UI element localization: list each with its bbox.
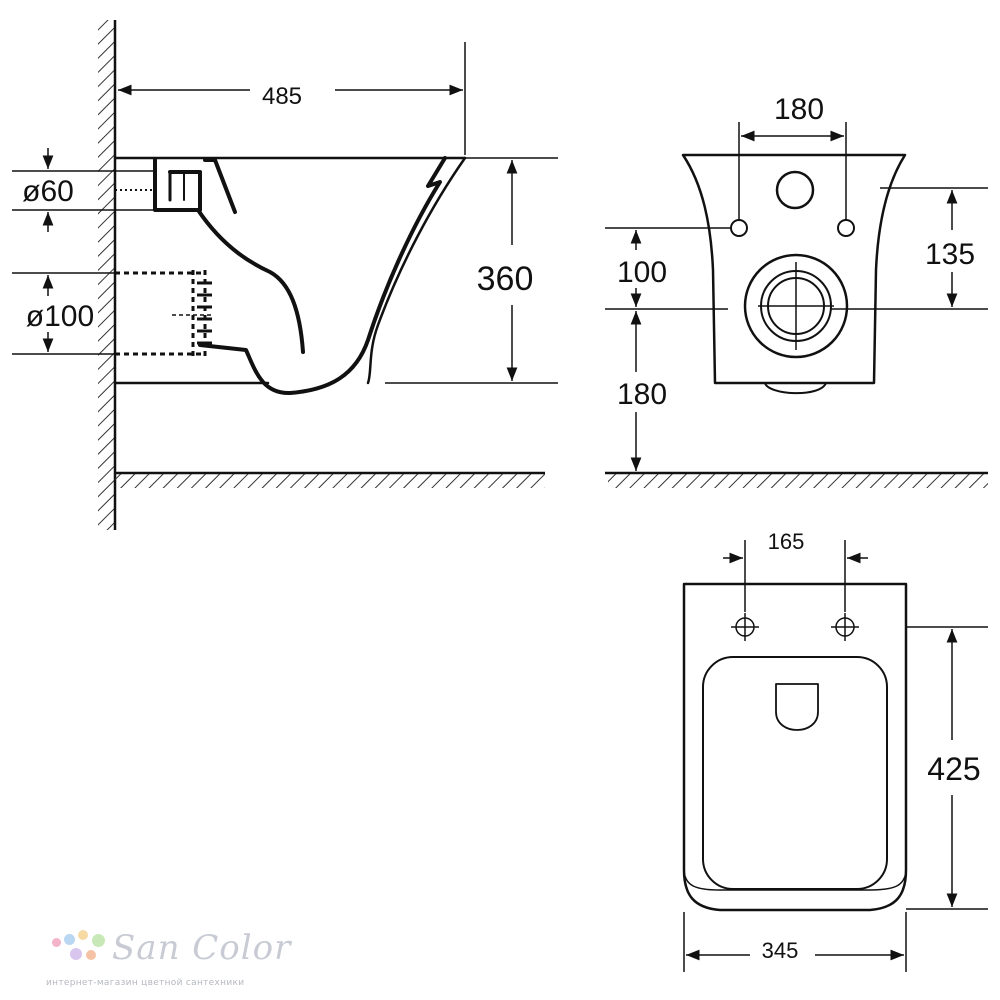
side-view: 485 360 ø60 ø100 bbox=[12, 20, 558, 530]
dimension-fixing-spacing bbox=[723, 540, 868, 612]
wall-hatching bbox=[98, 20, 117, 530]
dimension-inlet-to-outlet bbox=[605, 227, 731, 310]
width-label: 345 bbox=[762, 938, 799, 963]
brand-tagline: интернет-магазин цветной сантехники bbox=[46, 978, 245, 988]
floor-hatching-side bbox=[115, 471, 545, 488]
dimension-length bbox=[906, 626, 988, 910]
dimension-360 bbox=[385, 157, 558, 384]
front-view: 180 135 100 180 bbox=[605, 93, 988, 488]
bolt-spacing-label: 180 bbox=[774, 93, 824, 126]
depth-label: 485 bbox=[262, 83, 302, 110]
floor-hatching-front bbox=[605, 471, 988, 488]
upper-pipe-label: ø60 bbox=[22, 175, 74, 208]
lower-pipe-label: ø100 bbox=[26, 300, 94, 333]
dimension-width bbox=[683, 912, 907, 972]
dimension-upper-pipe bbox=[12, 148, 155, 232]
dimension-bolt-spacing bbox=[738, 122, 847, 220]
fixing-spacing-label: 165 bbox=[768, 529, 805, 554]
bowl-side-profile bbox=[113, 156, 467, 396]
outlet-ring bbox=[743, 253, 849, 359]
outlet-to-floor-label: 180 bbox=[617, 378, 667, 411]
dimension-485 bbox=[118, 42, 466, 155]
top-view: 165 425 345 bbox=[682, 529, 988, 972]
bolt-to-outlet-label: 135 bbox=[925, 238, 975, 271]
outlet-teeth bbox=[197, 281, 212, 345]
inlet-to-outlet-label: 100 bbox=[617, 256, 667, 289]
bowl-front-outline bbox=[681, 153, 907, 395]
left-fixing-mark bbox=[731, 613, 759, 641]
flush-inlet-hole bbox=[775, 170, 815, 210]
right-fixing-mark bbox=[831, 613, 859, 641]
bowl-top-outline bbox=[682, 582, 908, 912]
right-bolt-hole bbox=[837, 219, 855, 237]
pipe-connection-outline bbox=[115, 189, 212, 358]
dimension-bolt-to-outlet bbox=[830, 187, 988, 310]
dimension-lower-pipe bbox=[12, 272, 115, 355]
brand-name: San Color bbox=[112, 928, 292, 968]
left-bolt-hole bbox=[730, 219, 748, 237]
brand-logo-dots bbox=[52, 930, 112, 970]
height-label: 360 bbox=[477, 260, 534, 298]
length-label: 425 bbox=[927, 751, 980, 787]
